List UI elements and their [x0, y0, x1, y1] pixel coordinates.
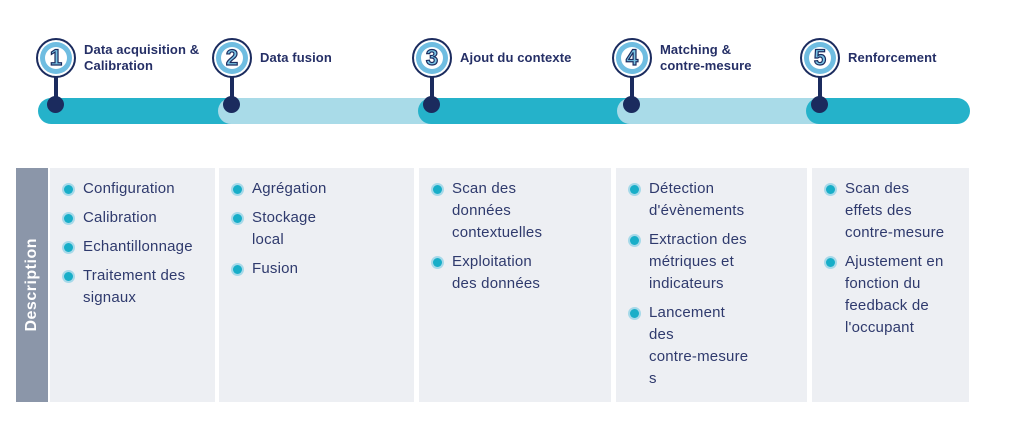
bullet-icon — [64, 214, 73, 223]
timeline-segment-4 — [617, 98, 834, 124]
step-4-number-badge: 4 — [612, 38, 652, 78]
description-column-3: Scan des données contextuelles Exploitat… — [419, 168, 611, 402]
description-column-5: Scan des effets des contre-mesure Ajuste… — [812, 168, 969, 402]
bullet-icon — [233, 185, 242, 194]
bullet-icon — [64, 185, 73, 194]
timeline-step-5: 5 Renforcement — [800, 37, 937, 79]
step-2-marker-dot — [223, 96, 240, 113]
list-item: Extraction des métriques et indicateurs — [628, 229, 801, 295]
timeline-step-3: 3 Ajout du contexte — [412, 37, 571, 79]
timeline-step-4: 4 Matching & contre-mesure — [612, 37, 752, 79]
step-5-marker-dot — [811, 96, 828, 113]
step-number: 4 — [625, 45, 639, 70]
description-column-1: Configuration Calibration Echantillonnag… — [50, 168, 215, 402]
step-5-connector — [818, 76, 822, 106]
bullet-icon — [233, 214, 242, 223]
description-column-2: Agrégation Stockage local Fusion — [219, 168, 414, 402]
list-item: Stockage local — [231, 207, 408, 251]
description-column-4: Détection d'évènements Extraction des mé… — [616, 168, 807, 402]
timeline-segment-5 — [806, 98, 970, 124]
step-4-connector — [630, 76, 634, 106]
step-1-number-badge: 1 — [36, 38, 76, 78]
step-label: Ajout du contexte — [460, 50, 572, 65]
step-1-marker-dot — [47, 96, 64, 113]
step-3-number-badge: 3 — [412, 38, 452, 78]
list-item: Lancement des contre-mesure s — [628, 302, 801, 390]
bullet-icon — [433, 258, 442, 267]
step-5-number-badge: 5 — [800, 38, 840, 78]
list-item: Détection d'évènements — [628, 178, 801, 222]
list-item: Scan des données contextuelles — [431, 178, 605, 244]
step-number: 5 — [813, 45, 827, 70]
list-item: Scan des effets des contre-mesure — [824, 178, 963, 244]
step-label: Matching & contre-mesure — [660, 42, 752, 73]
list-item: Agrégation — [231, 178, 408, 200]
step-number: 1 — [49, 45, 63, 70]
description-row-label: Description — [23, 238, 40, 332]
step-number: 3 — [425, 45, 439, 70]
step-label: Data fusion — [260, 50, 332, 65]
bullet-icon — [630, 309, 639, 318]
timeline-segment-3 — [418, 98, 645, 124]
step-1-connector — [54, 76, 58, 106]
step-2-connector — [230, 76, 234, 106]
bullet-list: Agrégation Stockage local Fusion — [219, 168, 414, 295]
bullet-list: Configuration Calibration Echantillonnag… — [50, 168, 215, 324]
timeline-segment-1 — [38, 98, 250, 124]
list-item: Ajustement en fonction du feedback de l'… — [824, 251, 963, 339]
bullet-icon — [433, 185, 442, 194]
step-2-number-badge: 2 — [212, 38, 252, 78]
timeline-step-1: 1 Data acquisition & Calibration — [36, 37, 199, 79]
list-item: Calibration — [62, 207, 209, 229]
bullet-list: Détection d'évènements Extraction des mé… — [616, 168, 807, 405]
step-4-marker-dot — [623, 96, 640, 113]
timeline-segment-2 — [218, 98, 445, 124]
list-item: Traitement des signaux — [62, 265, 209, 309]
bullet-icon — [630, 236, 639, 245]
step-3-marker-dot — [423, 96, 440, 113]
step-label: Renforcement — [848, 50, 937, 65]
list-item: Exploitation des données — [431, 251, 605, 295]
list-item: Fusion — [231, 258, 408, 280]
step-number: 2 — [225, 45, 239, 70]
bullet-icon — [630, 185, 639, 194]
list-item: Echantillonnage — [62, 236, 209, 258]
step-label: Data acquisition & Calibration — [84, 42, 200, 73]
timeline-step-2: 2 Data fusion — [212, 37, 332, 79]
bullet-icon — [826, 185, 835, 194]
bullet-icon — [826, 258, 835, 267]
bullet-icon — [64, 243, 73, 252]
list-item: Configuration — [62, 178, 209, 200]
bullet-list: Scan des données contextuelles Exploitat… — [419, 168, 611, 310]
description-row-header: Description — [16, 168, 48, 402]
step-3-connector — [430, 76, 434, 106]
bullet-icon — [64, 272, 73, 281]
bullet-icon — [233, 265, 242, 274]
bullet-list: Scan des effets des contre-mesure Ajuste… — [812, 168, 969, 354]
